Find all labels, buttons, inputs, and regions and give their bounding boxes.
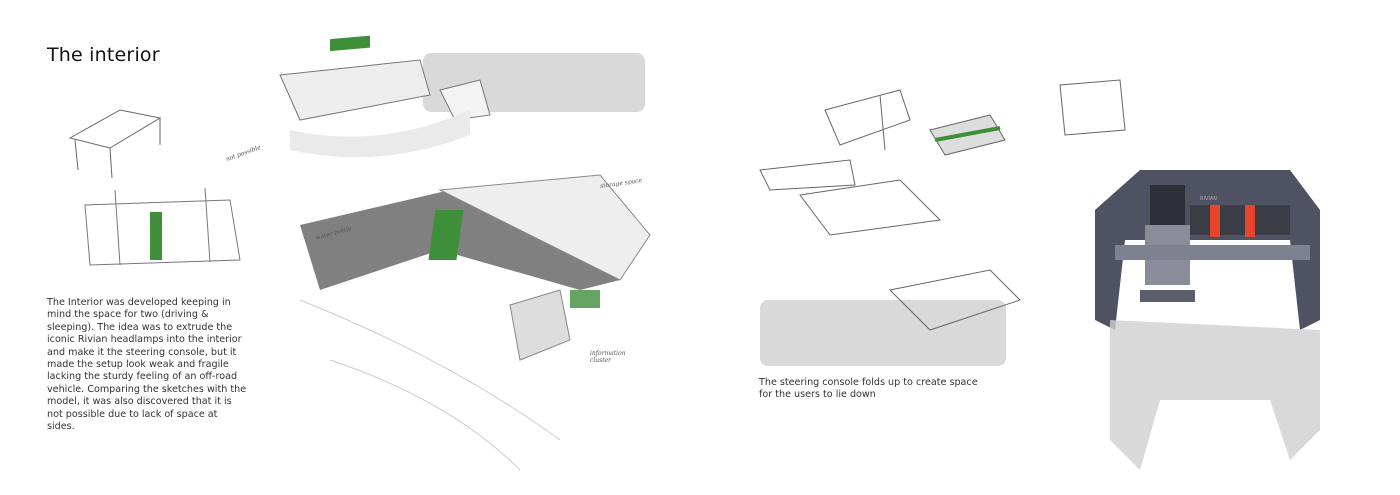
note-information-cluster: information cluster [590, 350, 626, 364]
sketch-main-interior [299, 174, 651, 471]
sketch-top-console [279, 35, 491, 158]
render-console: RIVIAN [1095, 170, 1320, 470]
description-text: The Interior was developed keeping in mi… [47, 297, 247, 433]
sketch-green-console [929, 114, 1006, 156]
caption-text: The steering console folds up to create … [759, 377, 978, 401]
sketch-small-top-left [68, 109, 162, 179]
rivian-logo: RIVIAN [1200, 196, 1217, 202]
sketch-front-view [84, 187, 241, 266]
page-title: The interior [47, 44, 160, 66]
sketch-right-small [759, 79, 1126, 331]
grey-box-right [760, 300, 1006, 366]
